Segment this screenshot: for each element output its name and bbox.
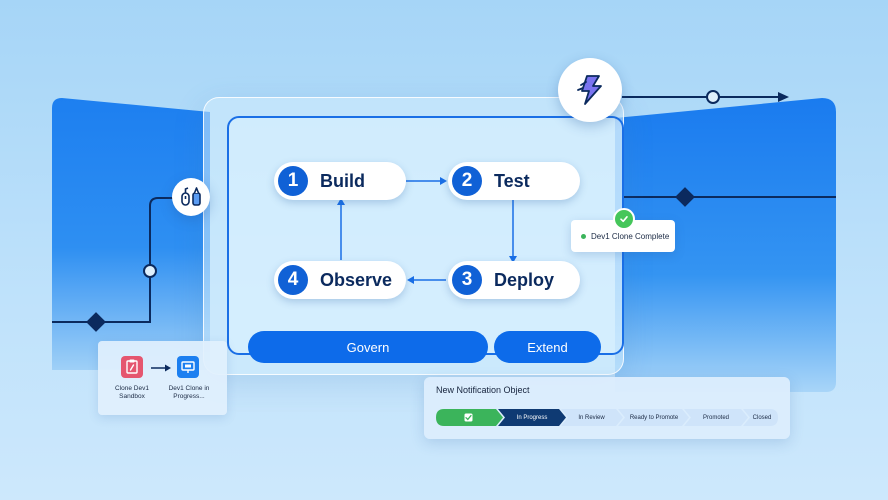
status-dot	[581, 233, 586, 239]
progress-arrow-icon	[151, 364, 171, 372]
clone-progress-label: Dev1 Clone in Progress...	[168, 385, 210, 400]
toast-text: Dev1 Clone Complete	[591, 231, 670, 241]
govern-button[interactable]: Govern	[248, 331, 488, 363]
lightning-bolt-icon	[577, 75, 602, 105]
top-connector-arrow	[778, 92, 789, 102]
path-step-in-progress[interactable]: In Progress	[516, 414, 548, 421]
lightning-badge[interactable]	[558, 58, 622, 122]
left-blue-band	[52, 98, 210, 370]
checkmark-icon	[620, 216, 628, 223]
monitor-icon	[177, 356, 199, 378]
path-step-promoted[interactable]: Promoted	[702, 414, 729, 421]
sandbox-clone-card: Clone Dev1 Sandbox Dev1 Clone in Progres…	[98, 341, 227, 415]
step-build[interactable]: 1 Build	[274, 162, 406, 200]
dev-tools-icon	[181, 187, 201, 206]
lifecycle-inner-frame	[227, 116, 624, 355]
dev-tools-badge[interactable]	[172, 178, 210, 216]
clone-complete-toast: Dev1 Clone Complete	[571, 220, 675, 252]
left-connector-diamond	[86, 312, 106, 332]
step-test-number: 2	[452, 166, 482, 196]
path-step-closed[interactable]: Closed	[752, 414, 772, 421]
step-observe-number: 4	[278, 265, 308, 295]
step-observe[interactable]: 4 Observe	[274, 261, 406, 299]
left-connector-line	[52, 197, 178, 323]
right-blue-band	[615, 98, 836, 392]
step-deploy[interactable]: 3 Deploy	[448, 261, 580, 299]
checkbox-check-icon	[464, 413, 473, 422]
clipboard-icon	[121, 356, 143, 378]
path-step-in-review[interactable]: In Review	[578, 414, 605, 421]
status-path: In Progress In Review Ready to Promote P…	[436, 409, 778, 426]
status-path-shapes	[436, 409, 778, 426]
clone-sandbox-label: Clone Dev1 Sandbox	[115, 385, 149, 400]
left-connector-node	[143, 264, 157, 278]
notification-title: New Notification Object	[436, 385, 530, 395]
step-build-number: 1	[278, 166, 308, 196]
top-connector-node	[706, 90, 720, 104]
step-deploy-label: Deploy	[494, 269, 555, 290]
step-build-label: Build	[320, 170, 365, 191]
path-step-complete[interactable]	[456, 409, 481, 426]
step-test[interactable]: 2 Test	[448, 162, 580, 200]
step-test-label: Test	[494, 170, 530, 191]
extend-button[interactable]: Extend	[494, 331, 601, 363]
notification-object-card: New Notification Object In Progress In R…	[424, 377, 790, 439]
step-deploy-number: 3	[452, 265, 482, 295]
toast-check-badge	[613, 208, 635, 230]
path-step-ready-to-promote[interactable]: Ready to Promote	[629, 414, 679, 421]
step-observe-label: Observe	[320, 269, 393, 290]
